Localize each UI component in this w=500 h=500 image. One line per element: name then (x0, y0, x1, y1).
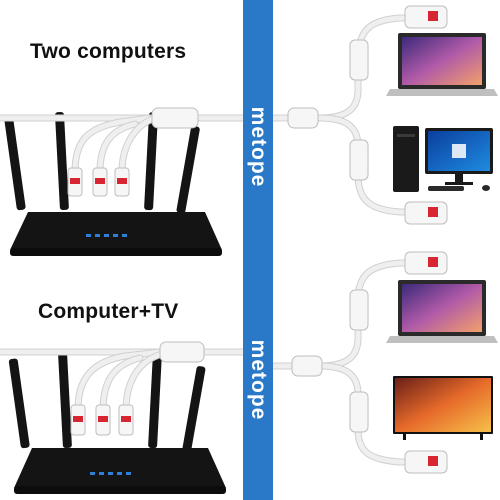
panel-heading-two-computers: Two computers (30, 40, 187, 63)
rj45-connectors-bottom-right (291, 251, 448, 474)
ethernet-splitter-icon (0, 348, 247, 414)
desktop-computer-icon (393, 126, 493, 192)
laptop-icon (386, 33, 498, 96)
laptop-icon (386, 280, 498, 343)
ethernet-splitter-icon (0, 114, 247, 176)
panel-heading-computer-tv: Computer+TV (38, 300, 179, 323)
brand-label: metope (247, 339, 270, 421)
rj45-connectors-top-right (287, 5, 448, 225)
tv-icon (393, 376, 493, 440)
rj45-plugs-top (67, 107, 199, 197)
brand-label: metope (247, 106, 270, 188)
brand-strip (243, 0, 273, 500)
router-icon (8, 352, 226, 494)
router-icon (4, 112, 222, 256)
rj45-plugs-bottom (70, 341, 205, 436)
